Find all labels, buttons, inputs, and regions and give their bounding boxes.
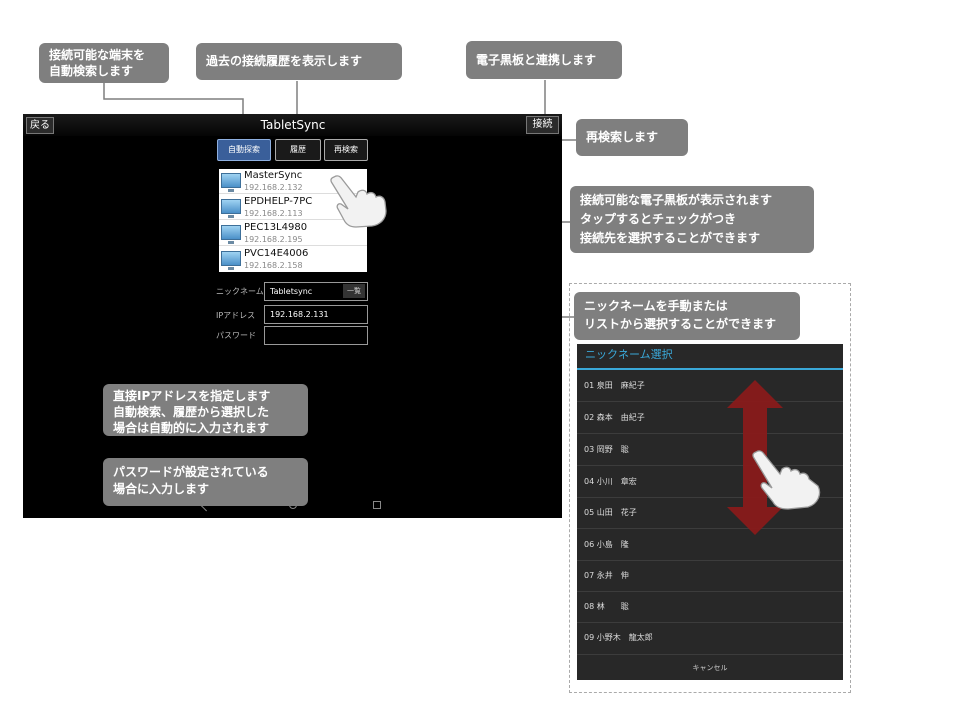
callout-nickname: ニックネームを手動または リストから選択することができます [574,292,800,340]
back-button[interactable]: 戻る [26,117,54,134]
nickname-label: ニックネーム [216,287,264,296]
monitor-icon [221,225,241,244]
device-item[interactable]: PEC13L4980 192.168.2.195 [219,221,367,246]
password-field[interactable] [264,326,368,345]
ip-field[interactable]: 192.168.2.131 [264,305,368,324]
cancel-button[interactable]: キャンセル [577,654,843,680]
device-name: PVC14E4006 [244,248,309,259]
callout-ip: 直接IPアドレスを指定します 自動検索、履歴から選択した 場合は自動的に入力され… [103,384,308,436]
monitor-icon [221,251,241,270]
nickname-item[interactable]: 09 小野木 龍太郎 [584,633,653,642]
nickname-list-button[interactable]: 一覧 [343,284,365,298]
callout-password: パスワードが設定されている 場合に入力します [103,458,308,506]
nickname-dialog: ニックネーム選択 01 泉田 麻紀子 02 森本 由紀子 03 岡野 聡 04 … [577,344,843,680]
history-button[interactable]: 履歴 [275,139,321,161]
device-name: PEC13L4980 [244,222,308,233]
callout-research: 再検索します [576,119,688,156]
dialog-frame [569,283,851,693]
callout-auto-search: 接続可能な端末を 自動検索します [39,43,169,83]
dialog-divider [577,368,843,370]
nickname-item[interactable]: 02 森本 由紀子 [577,402,843,434]
device-ip: 192.168.2.113 [244,209,303,218]
research-button[interactable]: 再検索 [324,139,368,161]
nickname-item[interactable]: 01 泉田 麻紀子 [577,370,843,402]
device-name: MasterSync [244,170,303,181]
nav-recent-icon[interactable] [373,501,381,509]
device-item[interactable]: PVC14E4006 192.168.2.158 [219,247,367,272]
device-name: EPDHELP-7PC [244,196,313,207]
nickname-item[interactable]: 08 林 聡 [577,591,843,623]
device-item[interactable]: MasterSync 192.168.2.132 [219,169,367,194]
callout-link: 電子黒板と連携します [466,41,622,79]
title-bar [23,114,562,136]
ip-label: IPアドレス [216,311,256,320]
nickname-item[interactable]: 07 永井 伸 [577,560,843,592]
password-label: パスワード [216,331,256,340]
tablet-screen: 戻る TabletSync 接続 自動探索 履歴 再検索 MasterSync … [23,114,562,518]
callout-device-list: 接続可能な電子黒板が表示されます タップするとチェックがつき 接続先を選択するこ… [570,186,814,253]
nickname-field[interactable]: Tabletsync [264,282,368,301]
nickname-item[interactable]: 03 岡野 聡 [577,434,843,466]
nickname-item[interactable]: 05 山田 花子 [577,497,843,529]
connect-button[interactable]: 接続 [526,116,559,134]
monitor-icon [221,199,241,218]
device-ip: 192.168.2.158 [244,261,303,270]
hand-pointer-icon [330,175,387,228]
callout-history: 過去の接続履歴を表示します [196,43,402,80]
auto-search-button[interactable]: 自動探索 [217,139,271,161]
device-item[interactable]: EPDHELP-7PC 192.168.2.113 [219,195,367,220]
nickname-item[interactable]: 06 小島 隆 [577,529,843,561]
dialog-title: ニックネーム選択 [585,348,673,361]
hand-pointer-icon [752,450,821,510]
nickname-item[interactable]: 04 小川 章宏 [577,466,843,498]
device-ip: 192.168.2.195 [244,235,303,244]
app-title: TabletSync [260,118,326,132]
monitor-icon [221,173,241,192]
device-ip: 192.168.2.132 [244,183,303,192]
